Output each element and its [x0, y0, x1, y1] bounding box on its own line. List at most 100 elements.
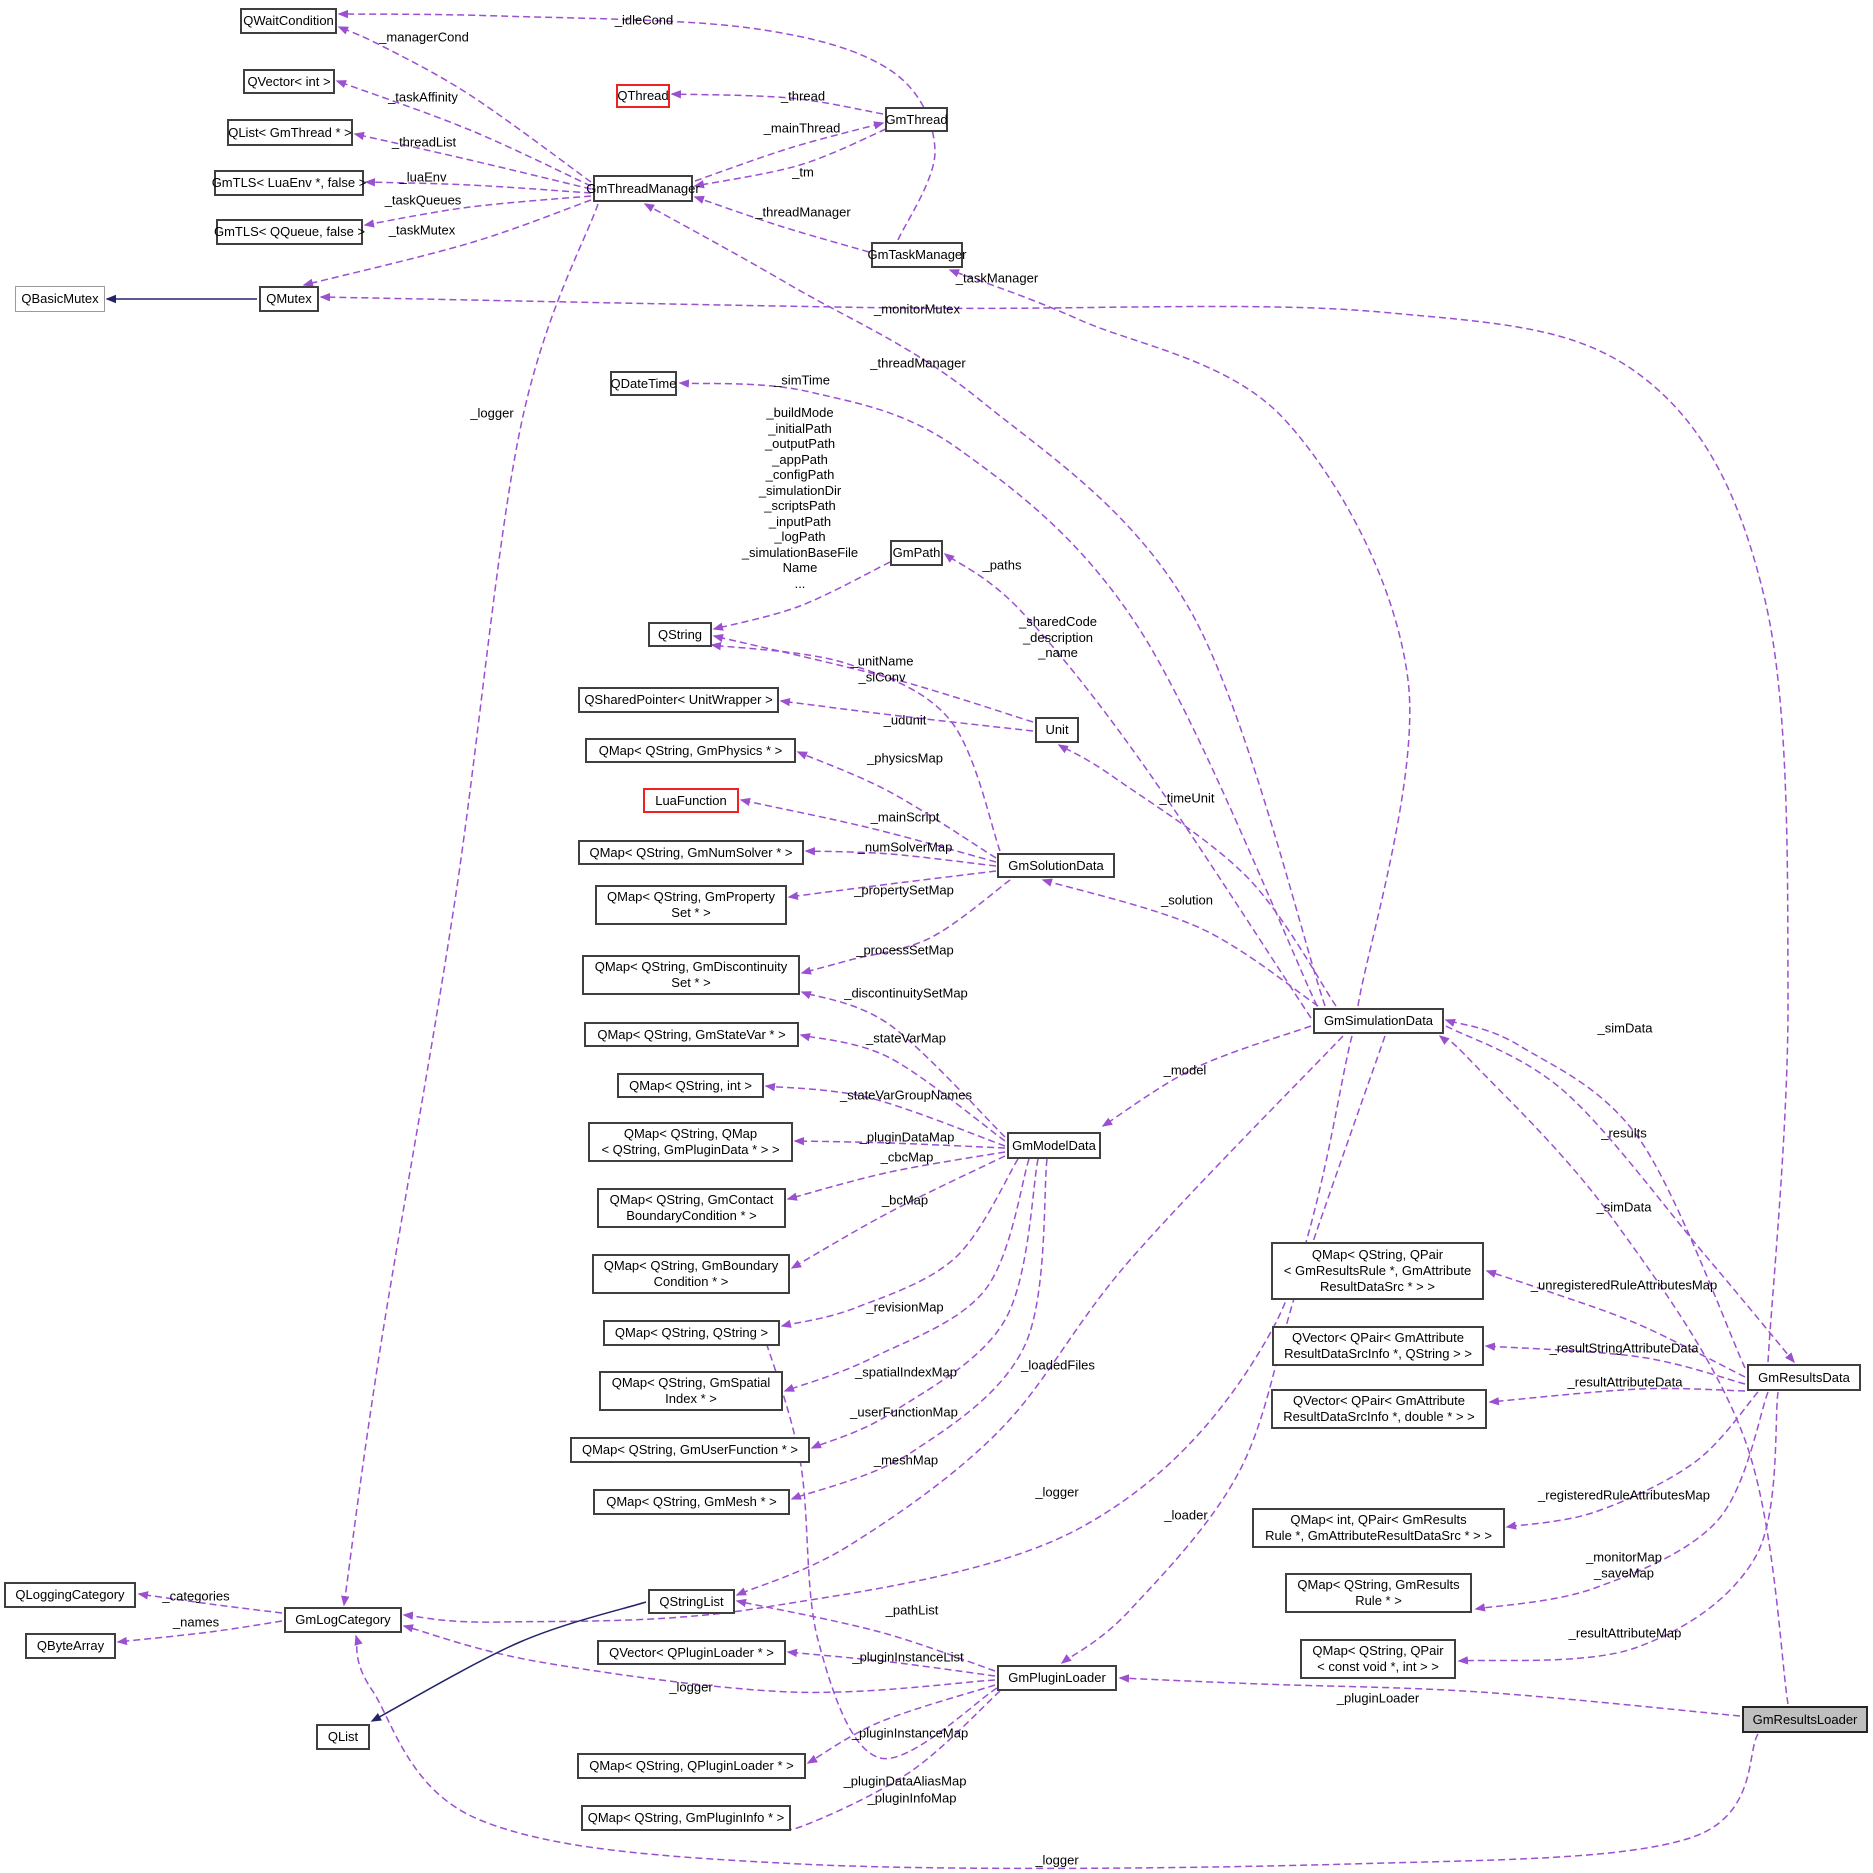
edge-label-line: _processSetMap: [856, 942, 954, 958]
node-qsharedptr_unitwrapper[interactable]: QSharedPointer< UnitWrapper >: [578, 687, 779, 713]
edge-gmmodeldata--qmap_gmmesh: [790, 1158, 1048, 1500]
edge-gmresultsdata--qmutex: [319, 292, 1789, 1363]
node-qmap_plugindata[interactable]: QMap< QString, QMap< QString, GmPluginDa…: [588, 1122, 793, 1162]
node-gmtls_qqueue[interactable]: GmTLS< QQueue, false >: [214, 219, 365, 245]
node-gmpluginloader[interactable]: GmPluginLoader: [997, 1665, 1117, 1691]
node-qlist_gmthread[interactable]: QList< GmThread * >: [227, 119, 353, 146]
node-label-line: QMap< QString, GmDiscontinuity: [594, 959, 788, 975]
node-qmap_qstring_qstring[interactable]: QMap< QString, QString >: [603, 1320, 780, 1346]
node-label-line: GmLogCategory: [295, 1612, 391, 1628]
edge-label-line: _threadList: [391, 134, 457, 150]
node-qstringlist[interactable]: QStringList: [648, 1589, 735, 1614]
node-qlist[interactable]: QList: [316, 1724, 370, 1750]
edge-unit--qsharedptr_unitwrapper: [779, 697, 1034, 732]
node-qmap_gmphysics[interactable]: QMap< QString, GmPhysics * >: [585, 738, 796, 763]
edge-label-line: _pathList: [885, 1602, 939, 1618]
edge-label-userfunctionmap: _userFunctionMap: [850, 1404, 958, 1420]
node-gmpath[interactable]: GmPath: [890, 540, 943, 566]
node-luafunction[interactable]: LuaFunction: [643, 788, 739, 813]
edge-label-pluginloader: _pluginLoader: [1337, 1690, 1419, 1706]
edge-label-physicsmap: _physicsMap: [867, 750, 943, 766]
edge-label-line: _simTime: [774, 372, 830, 388]
edge-label-line: _logger: [470, 405, 514, 421]
node-qstring[interactable]: QString: [648, 622, 712, 647]
edge-gmresultsdata--qmap_gmresultsrule: [1474, 1391, 1769, 1612]
node-qmap_gmstatevar[interactable]: QMap< QString, GmStateVar * >: [584, 1022, 799, 1047]
node-qbytearray[interactable]: QByteArray: [25, 1633, 116, 1659]
node-gmtaskmanager[interactable]: GmTaskManager: [868, 242, 967, 268]
edge-label-simdata: _simData: [1597, 1199, 1652, 1215]
node-qvector_int[interactable]: QVector< int >: [243, 69, 335, 94]
edge-label-plugindataaliasmap: _pluginDataAliasMap: [844, 1773, 967, 1789]
node-label-line: QMap< int, QPair< GmResults: [1290, 1512, 1467, 1528]
edge-label-line: _solution: [1160, 892, 1214, 908]
node-qmap_gmuserfunction[interactable]: QMap< QString, GmUserFunction * >: [570, 1437, 810, 1463]
node-qdatetime[interactable]: QDateTime: [610, 371, 677, 396]
node-qloggingcategory[interactable]: QLoggingCategory: [4, 1582, 136, 1608]
edge-label-line: _meshMap: [873, 1452, 939, 1468]
edge-label-line: _simulationDir: [758, 482, 842, 498]
node-gmsimulationdata[interactable]: GmSimulationData: [1313, 1008, 1444, 1034]
node-qmap_qpluginloader[interactable]: QMap< QString, QPluginLoader * >: [577, 1753, 806, 1779]
node-qthread[interactable]: QThread: [616, 84, 670, 108]
node-qmap_constvoid[interactable]: QMap< QString, QPair< const void *, int …: [1300, 1639, 1456, 1679]
edge-label-line: _userFunctionMap: [850, 1404, 958, 1420]
node-label-line: QVector< int >: [247, 73, 331, 89]
node-label-line: GmSimulationData: [1323, 1013, 1434, 1029]
node-label-line: QMap< QString, QPluginLoader * >: [589, 1758, 794, 1774]
node-gmlogcategory[interactable]: GmLogCategory: [284, 1607, 402, 1633]
node-gmthreadmanager[interactable]: GmThreadManager: [586, 175, 700, 202]
edge-label-mainscript: _mainScript: [871, 809, 940, 825]
edge-gmresultsdata--qvector_qpair_double: [1488, 1387, 1746, 1406]
node-qvector_qpluginloader[interactable]: QVector< QPluginLoader * >: [597, 1640, 786, 1665]
node-label-line: QString: [657, 626, 703, 642]
node-gmthread[interactable]: GmThread: [885, 107, 948, 132]
node-qmap_gmplugininfo[interactable]: QMap< QString, GmPluginInfo * >: [581, 1805, 791, 1831]
edge-label-line: _revisionMap: [866, 1299, 944, 1315]
edge-label-line: _loadedFiles: [1021, 1357, 1095, 1373]
node-qmap_qpair_rule_attr[interactable]: QMap< QString, QPair< GmResultsRule *, G…: [1271, 1242, 1484, 1300]
node-label-line: QVector< QPair< GmAttribute: [1292, 1330, 1464, 1346]
node-gmresultsloader[interactable]: GmResultsLoader: [1742, 1706, 1868, 1733]
edge-label-names: _names: [173, 1614, 219, 1630]
edge-label-pathlist: _pathList: [886, 1602, 939, 1618]
edge-gmmodeldata--qmap_gmspatial: [783, 1158, 1030, 1392]
edge-label-solution: _solution: [1161, 892, 1213, 908]
node-qbasicmutex[interactable]: QBasicMutex: [15, 286, 105, 312]
edge-gmpluginloader--qmap_qstring_qstring: [758, 1322, 998, 1760]
node-qmap_qstring_int[interactable]: QMap< QString, int >: [617, 1073, 764, 1098]
node-qmap_gmnumsolver[interactable]: QMap< QString, GmNumSolver * >: [578, 840, 804, 865]
node-qmap_gmmesh[interactable]: QMap< QString, GmMesh * >: [593, 1489, 790, 1515]
node-gmsolutiondata[interactable]: GmSolutionData: [997, 853, 1115, 878]
node-qmutex[interactable]: QMutex: [259, 286, 319, 312]
node-gmmodeldata[interactable]: GmModelData: [1007, 1132, 1101, 1159]
node-label-line: QDateTime: [610, 375, 677, 391]
node-label-line: QMap< QString, QString >: [614, 1325, 769, 1341]
node-unit[interactable]: Unit: [1035, 717, 1079, 743]
edge-gmsimulationdata--gmlogcategory: [402, 1035, 1353, 1623]
node-label-line: < GmResultsRule *, GmAttribute: [1283, 1263, 1472, 1279]
node-label-line: QMap< QString, QPair: [1312, 1643, 1444, 1659]
edge-label-buildmode: _buildMode_initialPath_outputPath_appPat…: [742, 405, 858, 591]
edge-label-line: _names: [172, 1614, 220, 1630]
edge-label-meshmap: _meshMap: [874, 1452, 938, 1468]
edge-gmthread--qthread: [670, 90, 884, 115]
node-qwaitcondition[interactable]: QWaitCondition: [240, 8, 337, 34]
edge-label-cbcmap: _cbcMap: [881, 1149, 934, 1165]
edge-label-loader: _loader: [1164, 1507, 1207, 1523]
edge-label-plugininstancelist: _pluginInstanceList: [852, 1649, 963, 1665]
edge-label-line: _managerCond: [379, 29, 469, 45]
node-gmtls_luaenv[interactable]: GmTLS< LuaEnv *, false >: [212, 170, 366, 196]
edge-label-line: _taskMutex: [388, 222, 456, 238]
node-label-line: Unit: [1045, 722, 1069, 738]
node-gmresultsdata[interactable]: GmResultsData: [1747, 1364, 1861, 1391]
